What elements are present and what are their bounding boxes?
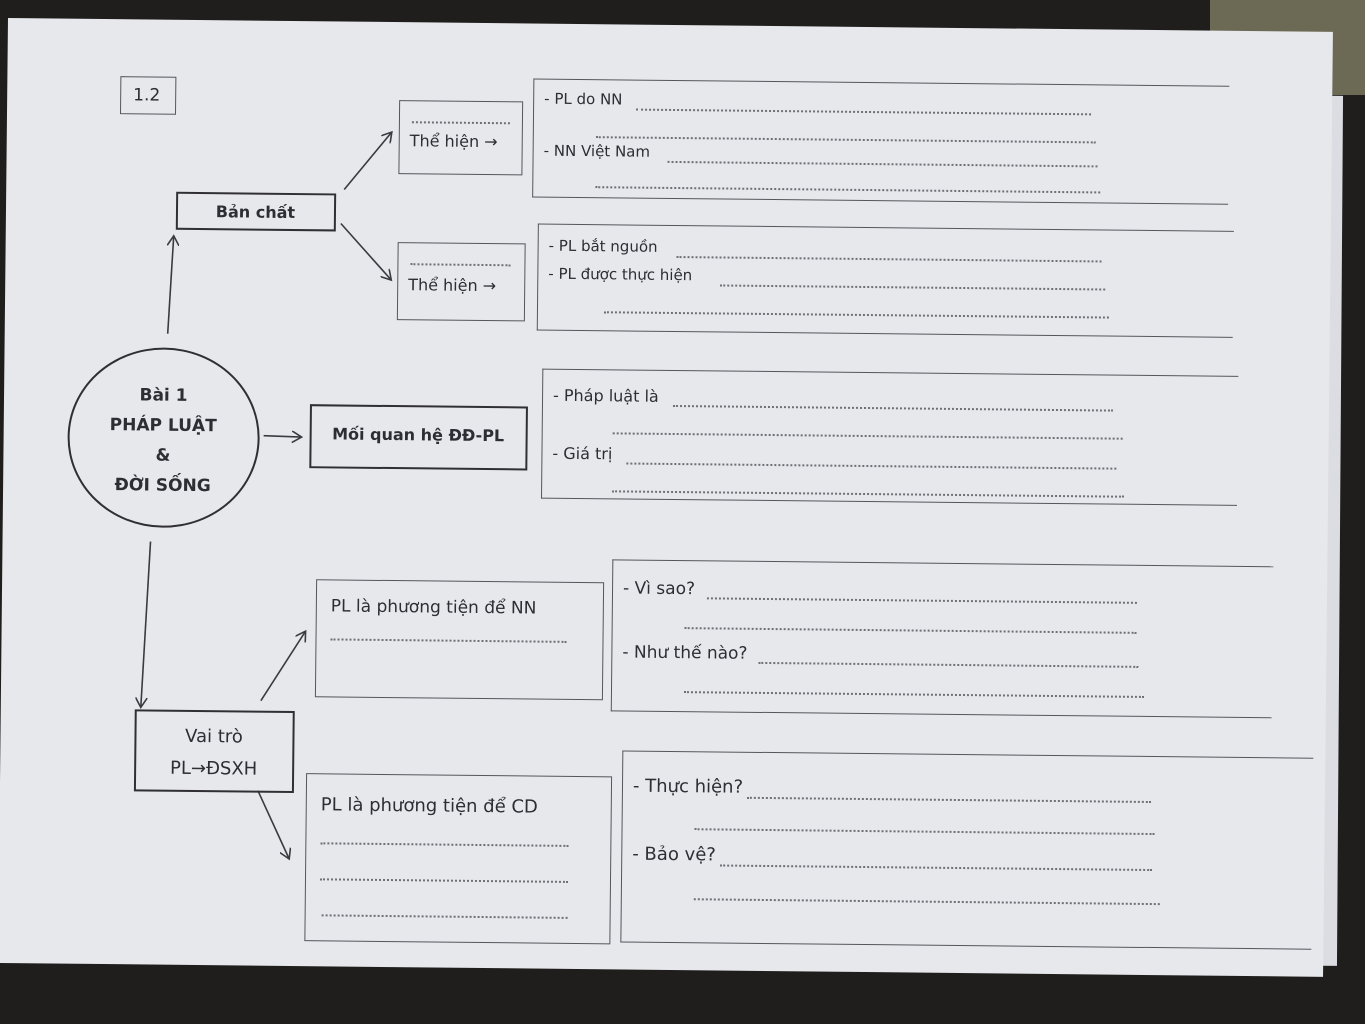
blank-line [758, 661, 1139, 668]
blank-line [612, 432, 1123, 440]
arrow-role-to-state [260, 631, 306, 702]
blank-line [319, 878, 568, 883]
role-state-answer-box: - Vì sao? - Như thế nào? [610, 559, 1274, 719]
nature-upper-line-2: - NN Việt Nam [543, 141, 651, 161]
blank-line [612, 490, 1125, 498]
blank-line [672, 404, 1113, 412]
blank-line [694, 828, 1155, 836]
role-state-line-2: - Như thế nào? [622, 642, 748, 664]
role-citizen-line-1: - Thực hiện? [632, 775, 744, 798]
center-line-4: ĐỜI SỐNG [114, 475, 211, 497]
role-citizen-box: PL là phương tiện để CD [304, 773, 613, 945]
nature-box: Bản chất [175, 191, 337, 232]
blank-line [595, 136, 1096, 144]
nature-lower-line-1: - PL bắt nguồn [548, 236, 658, 256]
role-citizen-line-2: - Bảo vệ? [632, 843, 717, 866]
blank-line [684, 627, 1137, 634]
blank-line [676, 256, 1102, 263]
arrow-role-to-citizen [257, 790, 290, 859]
arrow-center-to-nature [166, 236, 174, 334]
center-topic-circle: Bài 1 PHÁP LUẬT & ĐỜI SỐNG [66, 346, 261, 529]
relation-answer-box: - Pháp luật là - Giá trị [540, 368, 1239, 506]
relation-label: Mối quan hệ ĐĐ-PL [332, 424, 505, 446]
nature-upper-connector: Thể hiện → [409, 131, 498, 152]
blank-line [636, 108, 1092, 116]
blank-line [330, 638, 567, 643]
blank-line [683, 691, 1144, 698]
blank-line [411, 121, 510, 125]
blank-line [320, 842, 569, 847]
nature-lower-line-2: - PL được thực hiện [548, 264, 693, 285]
role-citizen-answer-box: - Thực hiện? - Bảo vệ? [620, 750, 1314, 950]
blank-line [706, 597, 1137, 604]
arrows-layer [0, 18, 1333, 977]
nature-lower-connector: Thể hiện → [408, 275, 497, 296]
blank-line [693, 898, 1160, 906]
nature-label: Bản chất [215, 202, 296, 223]
nature-upper-connector-box: Thể hiện → [398, 100, 524, 176]
relation-box: Mối quan hệ ĐĐ-PL [309, 404, 528, 471]
center-line-3: & [155, 445, 171, 466]
arrow-nature-to-upper [343, 132, 392, 191]
blank-line [667, 160, 1098, 168]
center-line-1: Bài 1 [139, 385, 188, 406]
page-number: 1.2 [133, 85, 161, 106]
page-number-box: 1.2 [119, 76, 177, 115]
arrow-nature-to-lower [340, 222, 392, 280]
nature-upper-answer-box: - PL do NN - NN Việt Nam [532, 78, 1230, 205]
role-state-box: PL là phương tiện để NN [314, 579, 605, 701]
blank-line [720, 284, 1106, 291]
arrow-center-to-role [141, 541, 152, 707]
blank-line [603, 311, 1109, 319]
relation-line-2: - Giá trị [552, 443, 613, 464]
center-line-2: PHÁP LUẬT [109, 415, 217, 437]
worksheet: 1.2 Bài 1 PHÁP LUẬT & ĐỜI SỐNG Bản chất … [0, 18, 1333, 977]
relation-line-1: - Pháp luật là [552, 385, 659, 406]
blank-line [720, 864, 1153, 872]
role-label-2: PL→ĐSXH [169, 757, 258, 780]
nature-lower-answer-box: - PL bắt nguồn - PL được thực hiện [536, 223, 1234, 338]
arrow-center-to-relation [263, 436, 302, 437]
role-citizen-title: PL là phương tiện để CD [320, 794, 538, 818]
blank-line [321, 914, 568, 919]
role-state-title: PL là phương tiện để NN [330, 596, 537, 619]
nature-upper-line-1: - PL do NN [544, 89, 623, 109]
role-state-line-1: - Vì sao? [622, 578, 696, 600]
blank-line [595, 186, 1101, 194]
nature-lower-connector-box: Thể hiện → [396, 242, 526, 322]
blank-line [626, 462, 1117, 470]
role-box: Vai trò PL→ĐSXH [133, 709, 295, 794]
role-label-1: Vai trò [185, 725, 243, 748]
blank-line [410, 263, 511, 267]
blank-line [746, 796, 1151, 804]
